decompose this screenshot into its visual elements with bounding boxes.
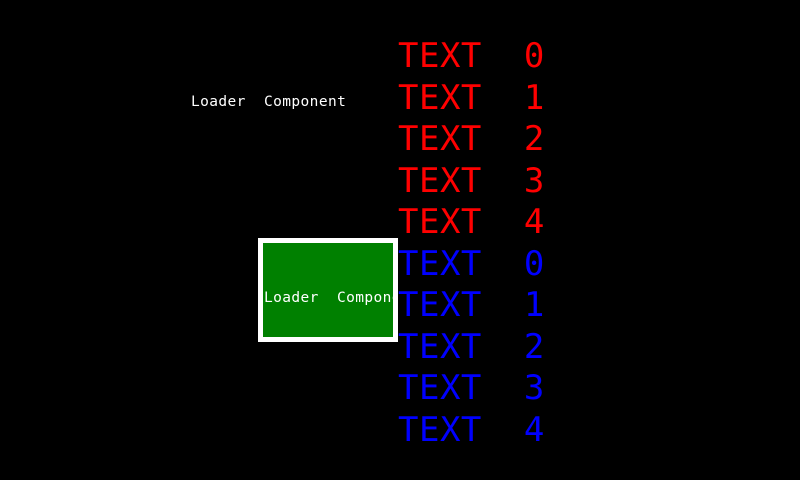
text-list-item[interactable]: TEXT 3 (398, 368, 545, 408)
text-list-item[interactable]: TEXT 4 (398, 202, 545, 242)
loader-component-label-top: Loader Component (191, 94, 347, 110)
text-list-item[interactable]: TEXT 4 (398, 409, 545, 450)
loader-component-panel-label: Loader Component (264, 290, 393, 306)
text-list-item[interactable]: TEXT 0 (398, 243, 545, 284)
loader-component-panel[interactable]: Loader Component (258, 238, 398, 342)
text-list-item[interactable]: TEXT 1 (398, 285, 545, 325)
text-list-item[interactable]: TEXT 2 (398, 119, 545, 159)
text-list-item[interactable]: TEXT 3 (398, 160, 545, 201)
text-list-item[interactable]: TEXT 1 (398, 77, 545, 118)
text-list-item[interactable]: TEXT 2 (398, 326, 545, 367)
text-list-item[interactable]: TEXT 0 (398, 36, 545, 76)
